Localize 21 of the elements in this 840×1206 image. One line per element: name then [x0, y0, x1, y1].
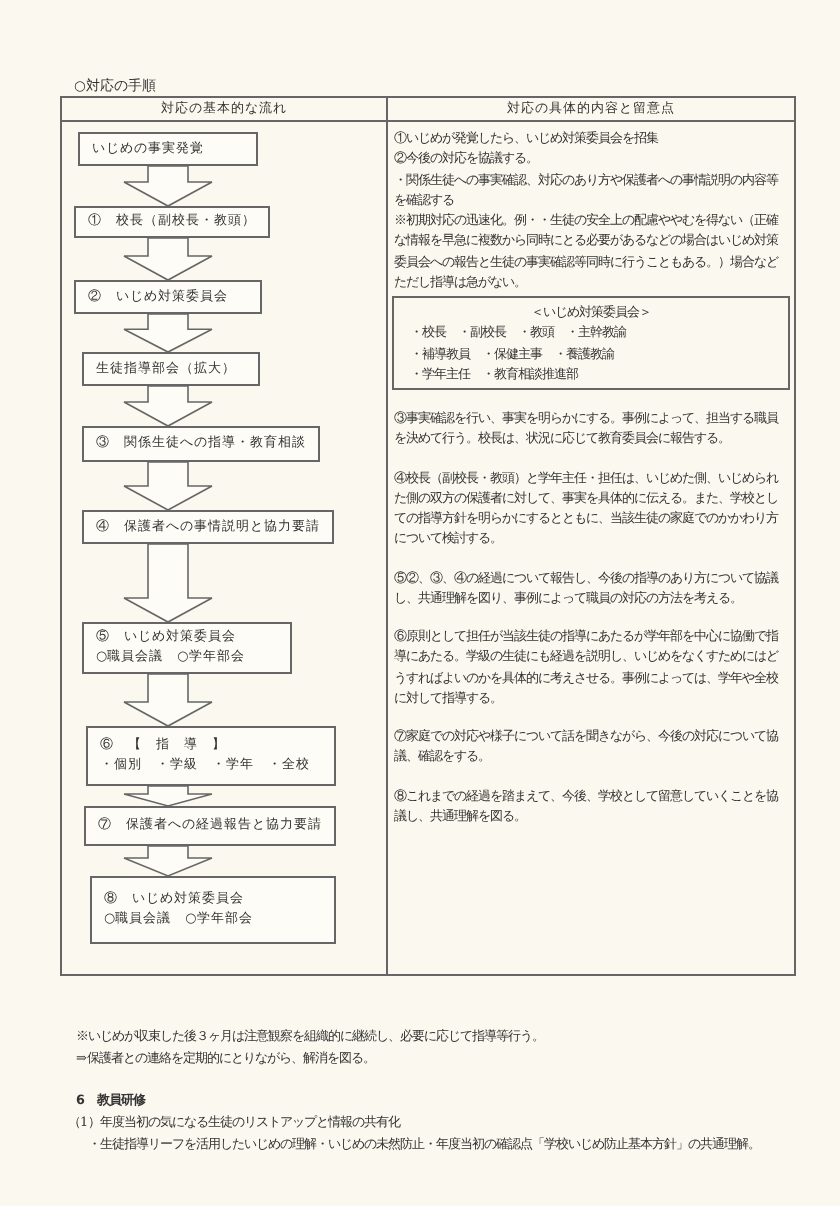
- block-arrow: [123, 165, 213, 207]
- process-box: [84, 806, 336, 846]
- block-arrow: [123, 237, 213, 281]
- process-box: [82, 426, 320, 462]
- process-box: [82, 352, 260, 386]
- block-arrow: [123, 785, 213, 807]
- member-list-box: [392, 296, 790, 390]
- block-arrow: [123, 461, 213, 511]
- block-arrow: [123, 673, 213, 727]
- block-arrow: [123, 385, 213, 427]
- process-box: [90, 876, 336, 944]
- process-box: [74, 206, 270, 238]
- process-box: [82, 622, 292, 674]
- table-cell: [386, 96, 796, 976]
- process-box: [78, 132, 258, 166]
- process-box: [82, 510, 334, 544]
- process-box: [74, 280, 262, 314]
- process-box: [86, 726, 336, 786]
- block-arrow: [123, 845, 213, 877]
- block-arrow: [123, 313, 213, 353]
- block-arrow: [123, 543, 213, 623]
